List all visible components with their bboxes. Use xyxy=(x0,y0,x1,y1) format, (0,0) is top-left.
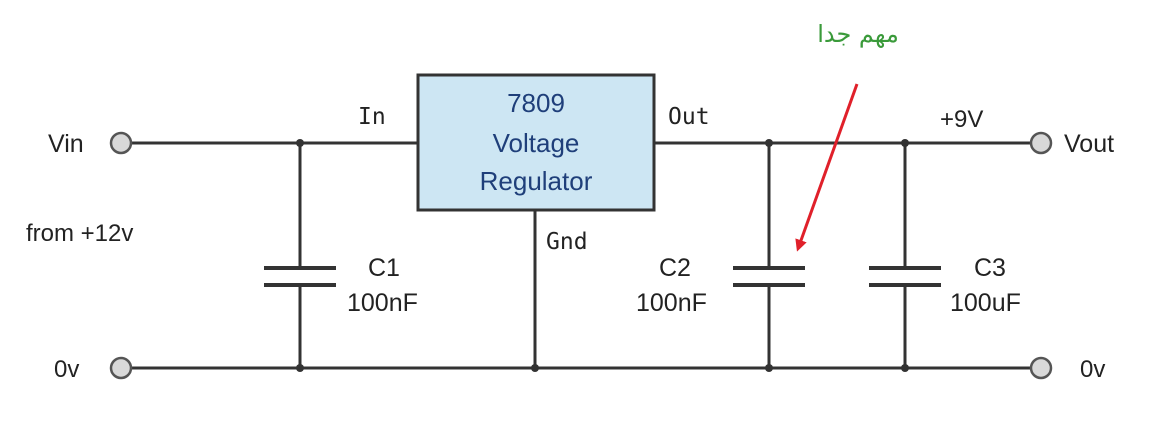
junction-dot xyxy=(765,139,773,147)
annotation-arrow xyxy=(795,83,859,252)
junction-dot xyxy=(296,364,304,372)
capacitor-plates xyxy=(264,266,941,287)
vin-label: Vin xyxy=(48,130,84,158)
input-ground-label: 0v xyxy=(54,356,79,383)
junction-dot xyxy=(765,364,773,372)
c2-name: C2 xyxy=(659,254,691,282)
c2-value: 100nF xyxy=(636,289,707,317)
vout-terminal xyxy=(1029,131,1053,155)
junctions xyxy=(296,139,909,372)
input-ground-terminal xyxy=(109,356,133,380)
pin-in-label: In xyxy=(358,104,386,130)
regulator-line-1: Voltage xyxy=(493,128,580,158)
output-voltage-label: +9V xyxy=(940,106,983,133)
pin-gnd-label: Gnd xyxy=(546,229,588,255)
output-ground-terminal xyxy=(1029,356,1053,380)
junction-dot xyxy=(901,139,909,147)
c1-name: C1 xyxy=(368,254,400,282)
c3-name: C3 xyxy=(974,254,1006,282)
input-source-note: from +12v xyxy=(26,220,133,247)
c1-value: 100nF xyxy=(347,289,418,317)
wires xyxy=(132,141,1030,370)
annotation-note: مهم جدا xyxy=(817,20,899,48)
vout-label: Vout xyxy=(1064,130,1114,158)
regulator-line-2: Regulator xyxy=(480,166,593,196)
junction-dot xyxy=(296,139,304,147)
c3-value: 100uF xyxy=(950,289,1021,317)
vin-terminal xyxy=(109,131,133,155)
pin-out-label: Out xyxy=(668,104,710,130)
terminals xyxy=(109,131,1053,380)
output-ground-label: 0v xyxy=(1080,356,1105,383)
junction-dot xyxy=(531,364,539,372)
junction-dot xyxy=(901,364,909,372)
regulator-part-number: 7809 xyxy=(507,88,565,118)
regulator-box xyxy=(416,73,656,212)
